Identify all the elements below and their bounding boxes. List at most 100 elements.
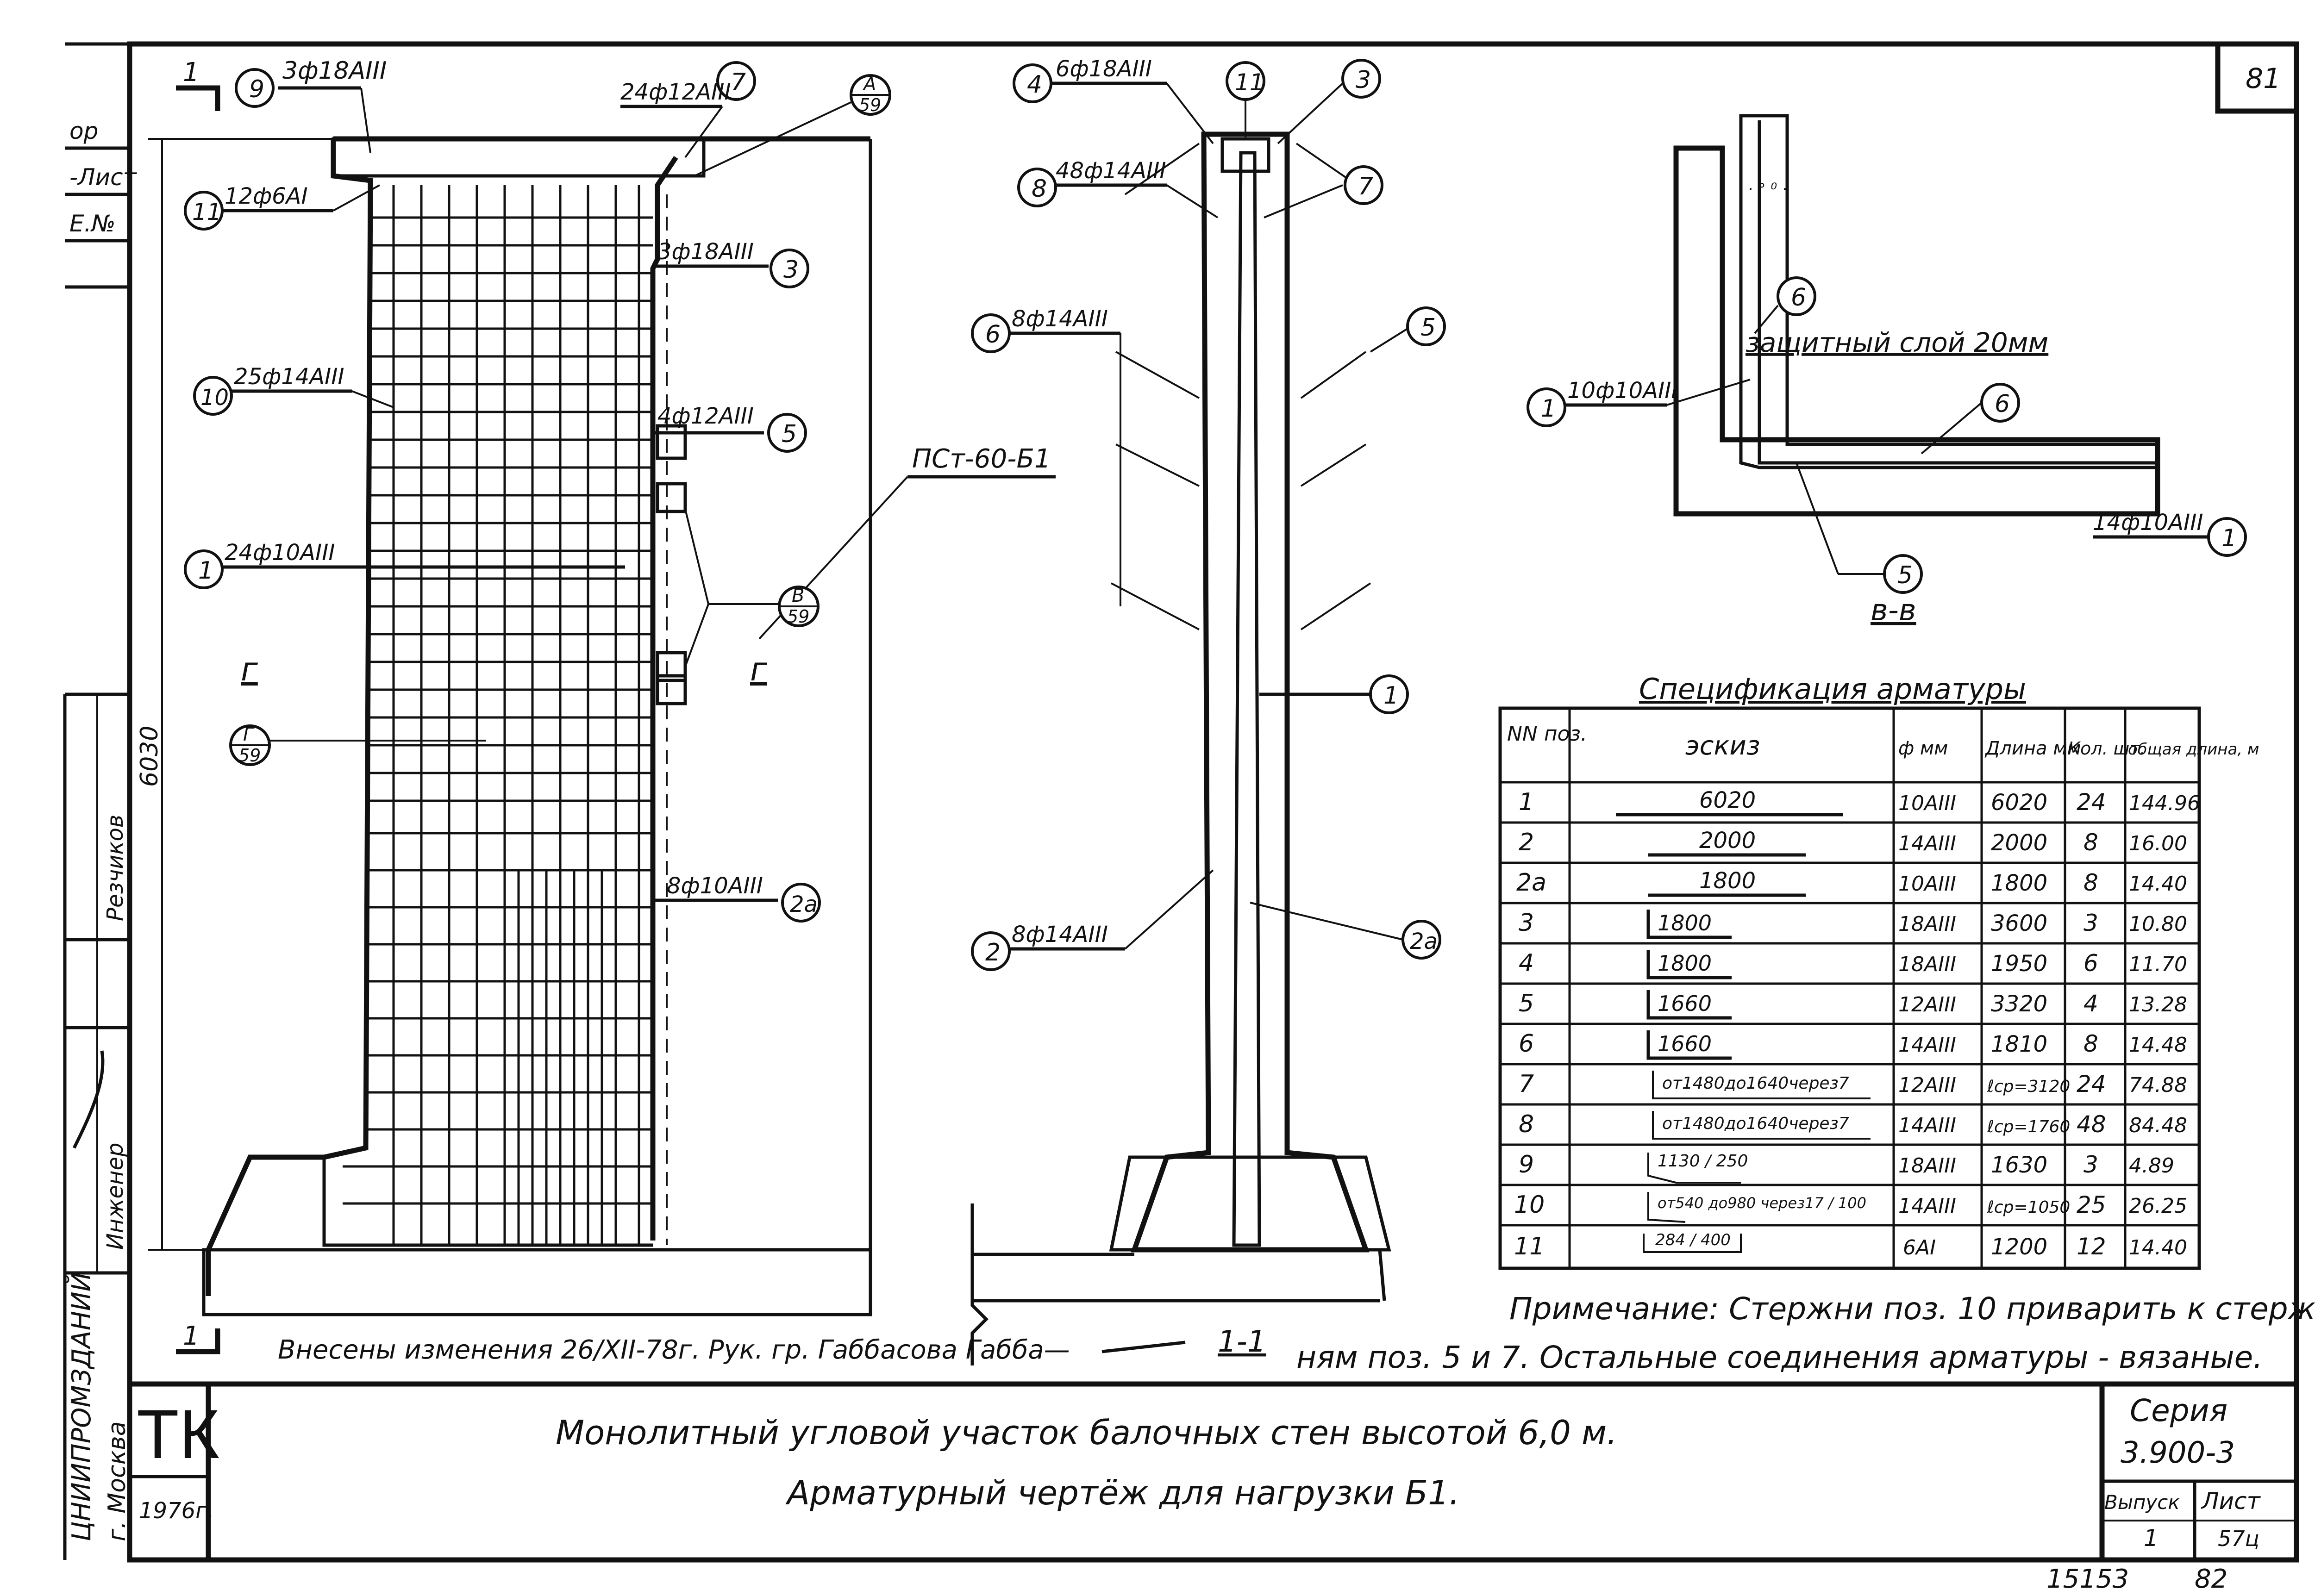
svg-text:25ф14АIII: 25ф14АIII — [234, 364, 344, 390]
svg-text:16.00: 16.00 — [2129, 832, 2187, 855]
table-row: 2а 1800 10АIII 1800 8 14.40 — [1516, 868, 2187, 897]
table-row: 9 1130 / 250 18АIII 1630 3 4.89 — [1519, 1151, 2174, 1184]
svg-text:1660: 1660 — [1658, 1031, 1712, 1056]
svg-text:2а: 2а — [1410, 929, 1438, 954]
svg-text:18АIII: 18АIII — [1898, 912, 1956, 936]
elevation-view: 6030 1 1 г г ПСт-60-Б1 9 3ф18АIII 7 24ф1… — [136, 57, 1056, 1354]
callout-3: 3 — [1277, 59, 1381, 144]
svg-text:1: 1 — [1383, 682, 1399, 710]
svg-text:12ф6АI: 12ф6АI — [225, 183, 308, 209]
svg-text:3: 3 — [2084, 1151, 2098, 1178]
svg-text:48: 48 — [2077, 1111, 2106, 1138]
svg-text:8: 8 — [1519, 1110, 1534, 1138]
callout-2a: 2а — [1250, 902, 1441, 960]
svg-text:8: 8 — [1032, 175, 1047, 203]
svg-text:11.70: 11.70 — [2129, 953, 2187, 976]
issue-value: 1 — [2144, 1525, 2159, 1552]
svg-text:11: 11 — [1514, 1233, 1545, 1260]
series-value: 3.900-3 — [2121, 1436, 2235, 1470]
spec-title: Спецификация арматуры — [1639, 672, 2026, 706]
svg-text:11: 11 — [1235, 69, 1264, 96]
svg-text:1810: 1810 — [1991, 1031, 2047, 1057]
svg-text:5: 5 — [1519, 990, 1534, 1017]
callout-6: 6 — [1921, 383, 2020, 455]
drawing-note: Примечание: Стержни поз. 10 приварить к … — [1296, 1291, 2315, 1375]
svg-text:10: 10 — [1514, 1191, 1545, 1219]
svg-text:6020: 6020 — [1699, 787, 1756, 813]
svg-text:14АIII: 14АIII — [1898, 1033, 1956, 1057]
svg-text:14.48: 14.48 — [2129, 1033, 2187, 1057]
svg-text:6ф18АIII: 6ф18АIII — [1056, 56, 1152, 82]
header-pos: NN поз. — [1507, 722, 1587, 746]
left-strip: ор -Лист Е.№ ЦНИИПРОМЗДАНИЙ г. Москва Ин… — [67, 118, 138, 1541]
svg-text:6: 6 — [1791, 284, 1806, 312]
callout-11: 11 — [1226, 61, 1265, 139]
svg-text:2а: 2а — [790, 892, 818, 917]
table-row: 7 от1480до1640через7 12АIII ℓср=3120 24 … — [1519, 1070, 2187, 1099]
strip-label: ор — [69, 118, 98, 144]
svg-text:5: 5 — [1420, 314, 1436, 342]
issue-label: Выпуск — [2104, 1491, 2180, 1514]
year: 1976г. — [139, 1498, 214, 1524]
svg-text:59: 59 — [238, 745, 261, 766]
svg-text:10: 10 — [200, 385, 229, 411]
sheet-label: Лист — [2201, 1488, 2261, 1515]
svg-text:6: 6 — [1519, 1030, 1534, 1058]
vertical-bars — [392, 185, 668, 1245]
svg-text:1800: 1800 — [1991, 870, 2047, 896]
svg-text:1800: 1800 — [1658, 910, 1712, 935]
table-row: 5 1660 12АIII 3320 4 13.28 — [1519, 990, 2187, 1020]
height-dimension: 6030 — [136, 726, 163, 787]
svg-text:10.80: 10.80 — [2129, 912, 2187, 936]
svg-text:8ф10АIII: 8ф10АIII — [667, 873, 763, 899]
svg-text:Г: Г — [243, 724, 255, 745]
sheet-number: 81 — [2246, 62, 2281, 95]
svg-text:10АIII: 10АIII — [1898, 792, 1956, 815]
svg-text:3600: 3600 — [1991, 910, 2047, 936]
title-block: ТК 1976г. Монолитный угловой участок бал… — [130, 1381, 2296, 1560]
svg-text:59: 59 — [787, 606, 809, 627]
svg-text:14ф10АIII: 14ф10АIII — [2093, 510, 2203, 536]
svg-text:18АIII: 18АIII — [1898, 953, 1956, 976]
section-title: в-в — [1871, 593, 1916, 628]
revision-note: Внесены изменения 26/XII-78г. Рук. гр. Г… — [278, 1335, 1070, 1365]
svg-text:1: 1 — [1541, 395, 1556, 423]
svg-text:3ф18АIII: 3ф18АIII — [657, 239, 754, 265]
svg-text:6: 6 — [985, 321, 1001, 349]
svg-text:48ф14АIII: 48ф14АIII — [1056, 158, 1166, 184]
callout-10: 10 25ф14АIII — [193, 364, 394, 416]
svg-text:10АIII: 10АIII — [1898, 872, 1956, 896]
spec-table: Спецификация арматуры NN поз. эскиз ф мм… — [1498, 672, 2259, 1270]
revision-signature — [1101, 1340, 1186, 1353]
table-row: 11 284 / 400 6АI 1200 12 14.40 — [1514, 1231, 2187, 1260]
table-row: 4 1800 18АIII 1950 6 11.70 — [1519, 949, 2187, 979]
svg-text:14.40: 14.40 — [2129, 1236, 2187, 1259]
table-row: 1 6020 10АIII 6020 24 144.96 — [1519, 787, 2200, 817]
callout-detail-a: А 59 — [694, 74, 891, 177]
svg-text:3: 3 — [1356, 66, 1371, 94]
horizontal-bars — [343, 216, 653, 1205]
header-len: Длина мм — [1984, 738, 2081, 759]
svg-text:9: 9 — [249, 75, 264, 103]
callout-7: 7 24ф12АIII — [620, 61, 756, 158]
svg-text:7: 7 — [731, 69, 746, 96]
svg-text:1800: 1800 — [1658, 951, 1712, 976]
page-number: 82 — [2195, 1564, 2227, 1594]
section-cut-mark: 1 — [183, 57, 200, 87]
cover-hatch-marks: · ° ⁰ · — [1748, 180, 1787, 199]
svg-text:ℓср=3120: ℓср=3120 — [1987, 1077, 2070, 1096]
svg-text:84.48: 84.48 — [2129, 1114, 2187, 1137]
svg-text:12: 12 — [2077, 1233, 2106, 1260]
section-title: 1-1 — [1218, 1325, 1266, 1359]
svg-text:2000: 2000 — [1699, 828, 1756, 854]
svg-text:6020: 6020 — [1991, 790, 2047, 816]
svg-text:1660: 1660 — [1658, 991, 1712, 1016]
section-letter: г — [241, 650, 258, 688]
svg-text:3: 3 — [2084, 910, 2098, 936]
header-qty: Кол. шт. — [2068, 738, 2146, 759]
callout-detail-v: В 59 — [684, 509, 820, 667]
table-row: 3 1800 18АIII 3600 3 10.80 — [1519, 909, 2187, 939]
svg-text:14АIII: 14АIII — [1898, 1194, 1956, 1218]
callout-4: 4 6ф18АIII — [1013, 56, 1214, 144]
svg-text:3: 3 — [783, 256, 799, 284]
